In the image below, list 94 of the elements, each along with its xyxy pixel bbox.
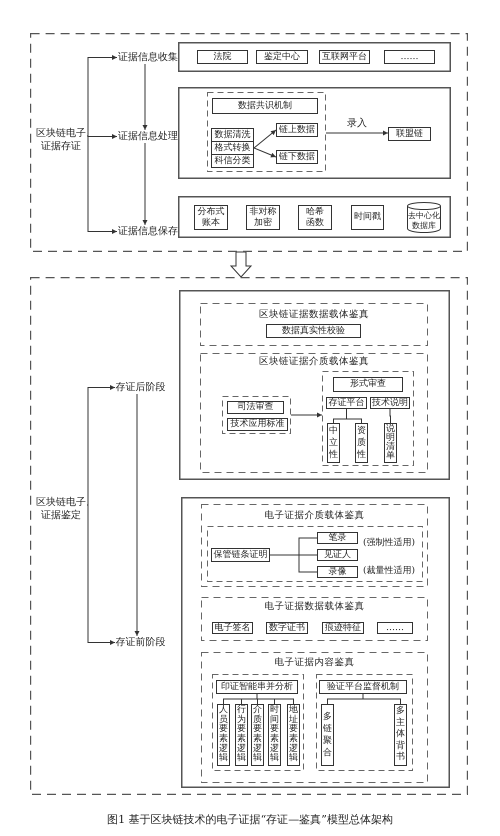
item-box: …… — [377, 622, 413, 634]
vertical-text-box: 说明清单 — [384, 423, 397, 463]
arrow — [86, 504, 116, 645]
panel-box — [181, 497, 450, 788]
note-label: (裁量性适用) — [363, 566, 416, 577]
arrow — [86, 136, 118, 234]
stage-label: 存证前阶段 — [115, 636, 166, 649]
item-box: 联盟链 — [388, 127, 431, 141]
dashed-section — [201, 504, 428, 587]
item-box: 印证智能串并分析 — [216, 680, 298, 694]
dashed-section — [201, 597, 428, 641]
dashed-group — [222, 396, 291, 434]
vertical-text-box: 地址要素逻辑 — [287, 704, 300, 766]
item-box: 数据共识机制 — [212, 98, 318, 114]
vertical-text-box: 资质性 — [355, 423, 368, 463]
item-box: 格式转换 — [211, 141, 254, 155]
section-heading: 电子证据介质载体鉴真 — [264, 510, 364, 522]
caption: 图1 基于区块链技术的电子证据“存证—鉴真”模型总体架构 — [107, 813, 393, 827]
dashed-section — [201, 652, 428, 783]
item-box: 录像 — [317, 566, 358, 578]
dashed-group — [316, 674, 413, 771]
item-box: 存证平台 — [326, 397, 367, 409]
dashed-frame — [30, 277, 468, 795]
connector-line — [270, 554, 318, 572]
item-box: 数据清洗 — [211, 128, 254, 142]
vertical-text-box: 行为要素逻辑 — [235, 704, 248, 766]
note-label: (强制性适用) — [363, 538, 416, 549]
item-box: 科信分类 — [211, 154, 254, 168]
item-box: 验证平台监督机制 — [319, 680, 407, 694]
item-box: 分布式账本 — [194, 205, 228, 230]
vertical-text-box: 中立性 — [327, 423, 340, 463]
stage-label: 证据信息收集 — [117, 51, 179, 64]
item-box: 时间戳 — [351, 205, 384, 230]
stage-label: 存证后阶段 — [115, 381, 166, 394]
section-heading: 电子证据数据载体鉴真 — [264, 601, 364, 613]
arrow — [254, 130, 276, 148]
arrow — [142, 142, 148, 226]
item-box: 数字证书 — [266, 622, 308, 634]
vertical-text-box: 时间要素逻辑 — [268, 704, 281, 766]
section-heading: 电子证据内容鉴真 — [274, 657, 354, 669]
panel-box — [179, 290, 450, 480]
panel-box — [178, 196, 451, 238]
dashed-group — [212, 674, 304, 771]
item-box: 司法审查 — [227, 401, 284, 414]
item-box: 笔录 — [317, 532, 358, 544]
item-box: 见证人 — [317, 549, 358, 561]
connector-line — [390, 408, 391, 424]
item-box: 形式审查 — [333, 377, 403, 392]
item-box: 法院 — [197, 50, 248, 64]
item-box: 电子签名 — [212, 622, 253, 634]
arrow — [134, 394, 140, 636]
dashed-group — [322, 371, 414, 466]
root-label: 区块链电子证据存证 — [35, 127, 87, 153]
block-arrow — [230, 252, 252, 278]
vertical-text-box: 多主体背书 — [394, 704, 407, 766]
dashed-section — [200, 303, 428, 346]
connector-line — [346, 408, 362, 424]
database-cylinder: 去中心化数据库 — [407, 202, 441, 233]
panel-box — [178, 87, 451, 179]
dashed-section — [200, 353, 428, 473]
item-box: 数据真实性校验 — [266, 324, 361, 338]
arrow — [86, 134, 118, 139]
vertical-text-box: 人员要素逻辑 — [217, 704, 230, 766]
item-box: 技术应用标准 — [227, 418, 288, 431]
item-box: 互联网平台 — [319, 50, 370, 64]
section-heading: 区块链证据数据载体鉴真 — [259, 309, 369, 321]
root-label: 区块链电子证据鉴定 — [35, 496, 87, 522]
arrow — [86, 385, 116, 506]
dashed-frame — [30, 33, 468, 252]
item-box: 鉴定中心 — [256, 50, 308, 64]
arrow — [254, 148, 276, 158]
item-box: 痕迹特征 — [322, 622, 364, 634]
arrow — [142, 64, 148, 130]
stage-label: 证据信息处理 — [117, 130, 179, 143]
item-box: 链下数据 — [276, 150, 318, 164]
item-box: 哈希函数 — [298, 205, 332, 230]
edge-label: 录入 — [346, 118, 368, 130]
item-box: 链上数据 — [276, 123, 318, 137]
stage-label: 证据信息保存 — [117, 225, 179, 238]
vertical-text-box: 多链聚合 — [321, 704, 334, 766]
item-box: 非对称加密 — [246, 205, 280, 230]
item-box: 保管链条证明 — [211, 548, 270, 562]
dashed-group — [207, 92, 326, 172]
arrow — [326, 130, 388, 136]
connector-line — [256, 694, 294, 704]
section-heading: 区块链证据介质载体鉴真 — [259, 356, 369, 368]
panel-box — [178, 42, 451, 72]
item-box: …… — [384, 50, 435, 64]
arrow — [290, 412, 322, 418]
dashed-group — [207, 526, 423, 582]
vertical-text-box: 介质要素逻辑 — [251, 704, 264, 766]
arrow — [86, 55, 118, 136]
connector-line — [362, 694, 401, 704]
item-box: 技术说明 — [370, 397, 410, 409]
